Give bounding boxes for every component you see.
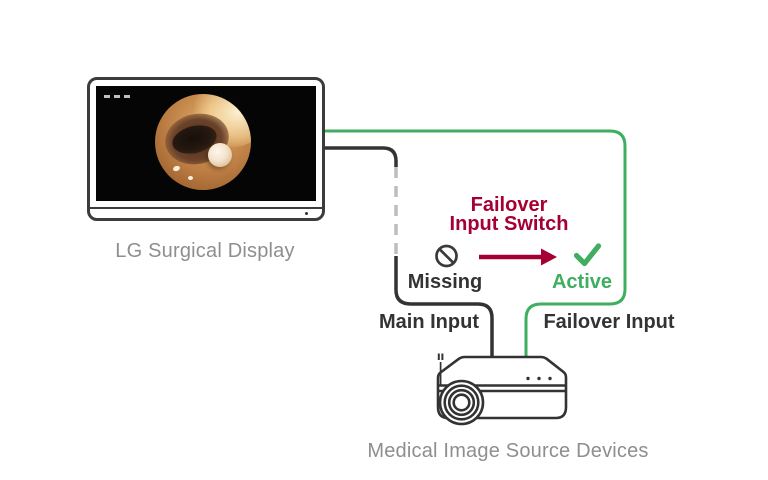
endoscopy-specular-1: [172, 164, 181, 173]
main-input-label: Main Input: [379, 311, 479, 333]
device-label: Medical Image Source Devices: [367, 440, 649, 462]
failover-input-label: Failover Input: [543, 311, 675, 333]
failover-switch-title-line2: Input Switch: [449, 213, 569, 235]
scope-cable-coil: [438, 379, 485, 426]
endoscopy-specular-2: [188, 176, 193, 180]
no-signal-prohibition-icon: [435, 244, 458, 268]
endoscopy-polyp: [208, 143, 232, 167]
monitor-screen: [96, 86, 316, 201]
failover-switch-arrow-icon: [479, 248, 557, 266]
monitor-bezel-line: [90, 207, 322, 209]
active-checkmark-icon: [573, 243, 602, 267]
device-vent-dots: [526, 376, 552, 381]
surgical-display-monitor: [87, 77, 325, 221]
display-label: LG Surgical Display: [115, 240, 295, 262]
image-source-device-icon: [436, 353, 568, 426]
scope-cable: [437, 353, 444, 386]
failover-switch-title: Failover Input Switch: [449, 194, 569, 235]
screen-osd-marks: [104, 95, 132, 98]
failover-input-cable: [324, 129, 627, 357]
failover-switch-title-line1: Failover: [470, 194, 548, 216]
active-label: Active: [551, 271, 613, 293]
main-input-cable-upper: [324, 146, 398, 167]
power-led: [305, 212, 308, 215]
endoscopy-image: [155, 94, 251, 190]
missing-label: Missing: [407, 271, 483, 293]
main-input-cable-lower: [394, 256, 494, 357]
